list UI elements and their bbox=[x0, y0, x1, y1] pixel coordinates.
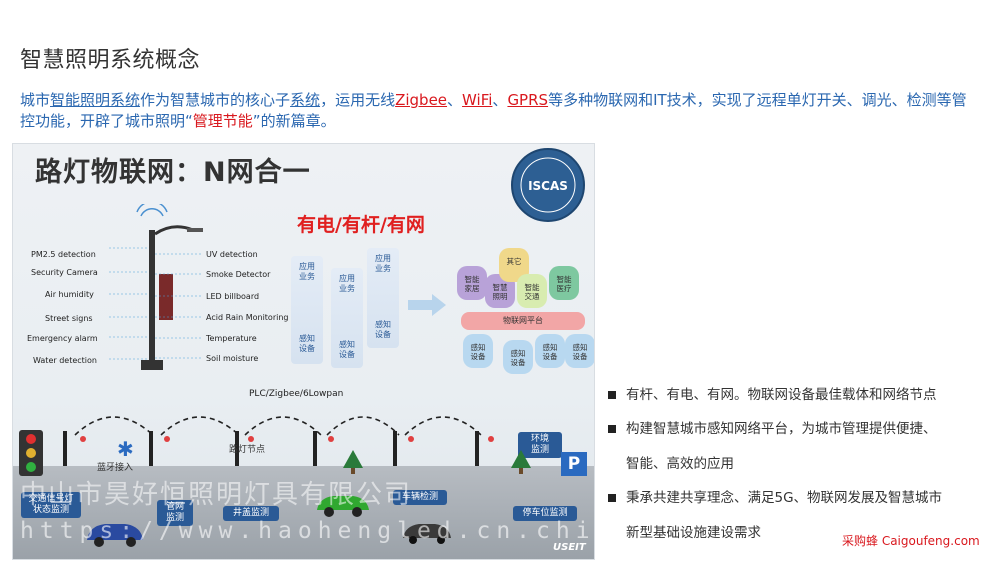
figure-title: 路灯物联网：N网合一 bbox=[35, 157, 311, 188]
iot-platform-bar: 物联网平台 bbox=[461, 312, 585, 330]
intro-paragraph: 城市智能照明系统作为智慧城市的核心子系统，运用无线Zigbee、WiFi、GPR… bbox=[20, 90, 980, 132]
column-bottom-label: 感知 设备 bbox=[339, 340, 355, 359]
slide-title: 智慧照明系统概念 bbox=[20, 48, 201, 73]
pipe-monitor-box: 管网 监测 bbox=[157, 500, 193, 526]
iot-figure: 路灯物联网：N网合一 ISCAS 有电/有杆/有网 PM2.5 detectio… bbox=[12, 143, 595, 560]
green-car-icon bbox=[317, 496, 369, 517]
brand-label: USEIT bbox=[553, 542, 586, 553]
column-top-label: 应用 业务 bbox=[375, 254, 391, 273]
sensor-label: Acid Rain Monitoring bbox=[206, 313, 289, 322]
network-label: PLC/Zigbee/6Lowpan bbox=[249, 389, 344, 399]
bullet-text: 构建智慧城市感知网络平台，为城市管理提供便捷、 bbox=[626, 421, 937, 437]
network-arcs bbox=[63, 416, 494, 475]
bullet-item: 有杆、有电、有网。物联网设备最佳载体和网络节点 bbox=[606, 384, 986, 406]
app-cylinder: 智能 家居 bbox=[457, 266, 487, 300]
device-cylinder: 感知 设备 bbox=[463, 334, 493, 368]
column-2: 应用 业务 感知 设备 bbox=[331, 268, 363, 368]
intro-text: 作为智慧城市的核心子 bbox=[140, 91, 291, 109]
device-cylinder: 感知 设备 bbox=[565, 334, 594, 368]
app-cylinder: 智能 交通 bbox=[517, 274, 547, 308]
tree-icon bbox=[343, 450, 363, 474]
intro-link-wifi[interactable]: WiFi bbox=[462, 91, 493, 109]
app-cylinder: 智能 医疗 bbox=[549, 266, 579, 300]
signal-monitor-box: 交通信号灯 状态监测 bbox=[21, 492, 81, 518]
bullet-text-continued: 智能、高效的应用 bbox=[626, 456, 734, 472]
sensor-label: Water detection bbox=[33, 356, 97, 365]
sensor-label: PM2.5 detection bbox=[31, 250, 96, 259]
intro-text: 、 bbox=[447, 91, 463, 109]
bullet-item: 秉承共建共享理念、满足5G、物联网发展及智慧城市 新型基础设施建设需求 bbox=[606, 487, 986, 544]
intro-link-gprs[interactable]: GPRS bbox=[507, 91, 549, 109]
manhole-monitor-box: 井盖监测 bbox=[223, 506, 279, 521]
intro-text: 城市 bbox=[20, 91, 51, 109]
column-1: 应用 业务 感知 设备 bbox=[291, 256, 323, 364]
sensor-label: Smoke Detector bbox=[206, 270, 271, 279]
road-scene bbox=[13, 466, 594, 559]
traffic-light-icon bbox=[19, 430, 43, 476]
sensor-label: LED billboard bbox=[206, 292, 260, 301]
bullet-item: 构建智慧城市感知网络平台，为城市管理提供便捷、 智能、高效的应用 bbox=[606, 418, 986, 475]
intro-text: ”的新篇章。 bbox=[252, 112, 336, 130]
parking-sign-icon: P bbox=[561, 452, 587, 476]
seal-text: ISCAS bbox=[528, 179, 568, 193]
sensor-label: Air humidity bbox=[45, 290, 94, 299]
figure-subtitle: 有电/有杆/有网 bbox=[297, 214, 425, 236]
sensor-label: Emergency alarm bbox=[27, 334, 98, 343]
bullet-text: 秉承共建共享理念、满足5G、物联网发展及智慧城市 bbox=[626, 490, 943, 506]
intro-text: 等多种物联网和IT技术，实现了远程单灯开关、调光、检测等管控功能，开辟了城市照明… bbox=[20, 91, 967, 130]
column-3: 应用 业务 感知 设备 bbox=[367, 248, 399, 348]
watermark-url: https://www.haohengled.cn.china.cn bbox=[20, 518, 695, 544]
intro-text: ，运用无线 bbox=[320, 91, 396, 109]
intro-link-lighting[interactable]: 智能照明系统 bbox=[50, 91, 141, 109]
intro-link-system[interactable]: 系统 bbox=[290, 91, 321, 109]
intro-text: 、 bbox=[492, 91, 508, 109]
arrow-right-icon bbox=[408, 294, 446, 316]
watermark-company: 中山市昊好恒照明灯具有限公司 bbox=[20, 480, 413, 510]
smart-pole-diagram bbox=[109, 204, 203, 370]
bluetooth-label: 蓝牙接入 bbox=[97, 463, 134, 473]
bullet-list: 有杆、有电、有网。物联网设备最佳载体和网络节点 构建智慧城市感知网络平台，为城市… bbox=[606, 384, 986, 556]
credit-watermark: 采购蜂 Caigoufeng.com bbox=[842, 534, 980, 548]
sensor-label: UV detection bbox=[206, 250, 258, 259]
device-cylinder: 感知 设备 bbox=[503, 340, 533, 374]
seal-icon: ISCAS bbox=[511, 148, 585, 222]
sensor-label: Street signs bbox=[45, 314, 93, 323]
column-bottom-label: 感知 设备 bbox=[375, 320, 391, 339]
tree-icon bbox=[511, 450, 531, 474]
parking-monitor-box: 停车位监测 bbox=[513, 506, 577, 521]
column-top-label: 应用 业务 bbox=[299, 262, 315, 281]
vehicle-detect-box: 车辆检测 bbox=[393, 490, 447, 505]
env-monitor-box: 环境 监测 bbox=[518, 432, 562, 458]
intro-link-zigbee[interactable]: Zigbee bbox=[395, 91, 448, 109]
device-cylinder: 感知 设备 bbox=[535, 334, 565, 368]
bluetooth-icon: ✱ bbox=[117, 437, 134, 461]
blue-car-icon bbox=[87, 524, 143, 547]
column-top-label: 应用 业务 bbox=[339, 274, 355, 293]
sensor-label: Temperature bbox=[206, 334, 257, 343]
sensor-label: Security Camera bbox=[31, 268, 98, 277]
dark-car-icon bbox=[403, 524, 451, 544]
bullet-text: 有杆、有电、有网。物联网设备最佳载体和网络节点 bbox=[626, 387, 937, 403]
column-bottom-label: 感知 设备 bbox=[299, 334, 315, 353]
intro-highlight-energy: 管理节能 bbox=[192, 112, 253, 130]
sensor-label: Soil moisture bbox=[206, 354, 259, 363]
lamp-node-label: 路灯节点 bbox=[229, 445, 266, 455]
bullet-text-continued: 新型基础设施建设需求 bbox=[626, 525, 761, 541]
